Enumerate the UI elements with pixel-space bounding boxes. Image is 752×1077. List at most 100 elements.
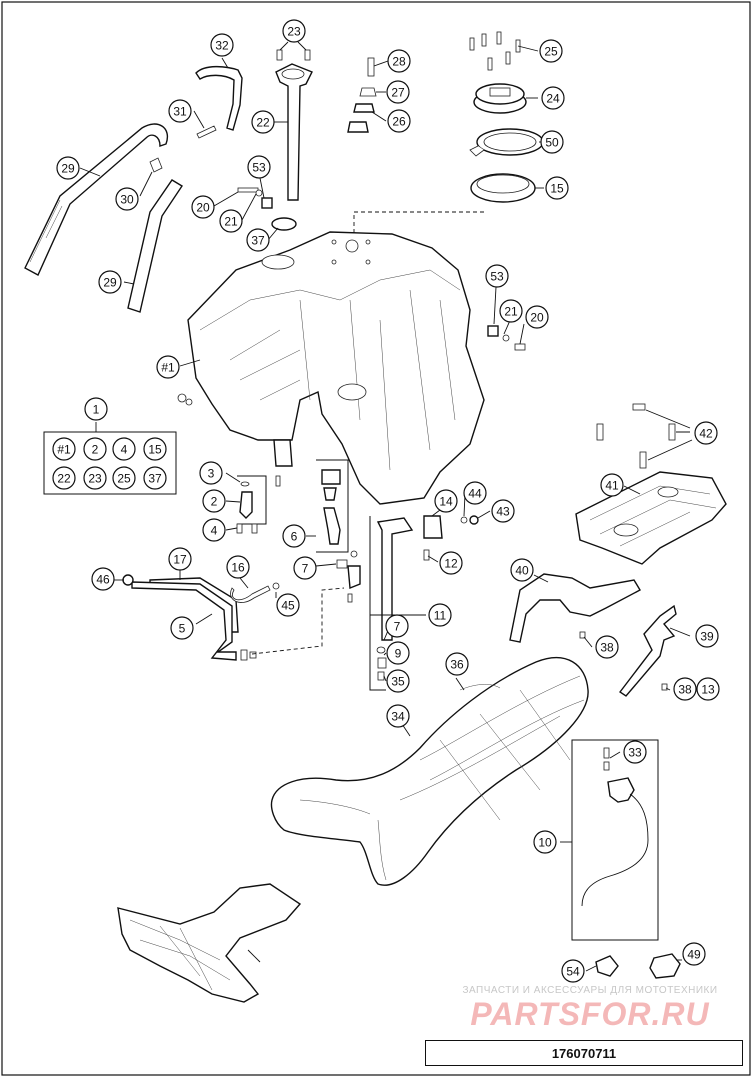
callout-44-28: 44 (463, 481, 487, 505)
callout-3-24: 3 (199, 461, 223, 485)
gasket-50 (469, 128, 544, 157)
fuel-tank (187, 231, 485, 505)
callout-21-19: 21 (499, 299, 523, 323)
callout-41-25: 41 (600, 473, 624, 497)
release-cable-33 (571, 739, 659, 941)
callout-16-37: 16 (226, 555, 250, 579)
bolt-set-right (487, 325, 526, 351)
kit-member-label: 25 (117, 472, 131, 486)
lock-10 (649, 953, 681, 979)
callout-label: 44 (468, 487, 482, 501)
bumper-14 (423, 515, 479, 561)
callout-28-2: 28 (387, 49, 411, 73)
callout-label: 31 (173, 105, 187, 119)
callout-46-38: 46 (91, 567, 115, 591)
assembly-line-5 (251, 587, 345, 655)
callout-34-49: 34 (386, 704, 410, 728)
callout-1-22: 1 (84, 397, 108, 421)
callout-43-29: 43 (491, 499, 515, 523)
callout-label: 54 (566, 965, 580, 979)
callout-37-16: 37 (246, 228, 270, 252)
hose-29-upper (24, 123, 169, 276)
callout-24-7: 24 (541, 86, 565, 110)
callout-40-33: 40 (510, 558, 534, 582)
callout-35-48: 35 (386, 669, 410, 693)
callout-label: 12 (444, 557, 458, 571)
kit-member-label: 23 (88, 472, 102, 486)
callout-label: 42 (699, 427, 713, 441)
callout-label: 4 (211, 524, 218, 538)
callout-label: 32 (215, 39, 229, 53)
callout-15-12: 15 (545, 176, 569, 200)
watermark-brand: PARTSFOR.RU (470, 996, 710, 1032)
hose-assembly-11 (369, 516, 414, 691)
callout-label: 14 (439, 495, 453, 509)
kit-member-hash1: #1 (52, 437, 76, 461)
vent-hose-32 (195, 65, 243, 131)
callout-label: 49 (687, 948, 701, 962)
callout-label: 41 (605, 479, 619, 493)
callout-12-32: 12 (439, 551, 463, 575)
callout-33-50: 33 (623, 740, 647, 764)
kit-member-22: 22 (52, 466, 76, 490)
callout-39-41: 39 (695, 624, 719, 648)
callout-label: 29 (61, 162, 75, 176)
callout-29-10: 29 (56, 156, 80, 180)
callout-53-18: 53 (485, 264, 509, 288)
callout-label: 50 (545, 136, 559, 150)
callout-20-14: 20 (191, 195, 215, 219)
callout-42-23: 42 (694, 421, 718, 445)
callout-22-5: 22 (251, 110, 275, 134)
callout-26-8: 26 (387, 109, 411, 133)
callout-label: 15 (550, 182, 564, 196)
watermark-tagline: ЗАПЧАСТИ И АКСЕССУАРЫ ДЛЯ МОТОТЕХНИКИ (462, 985, 718, 996)
callout-label: #1 (161, 361, 175, 375)
damper-set (347, 57, 377, 133)
callout-hash1-21: #1 (156, 355, 180, 379)
bolt-set-left (237, 187, 273, 209)
callout-10-51: 10 (533, 830, 557, 854)
callout-label: 25 (544, 45, 558, 59)
hose-29-lower (127, 179, 183, 313)
callout-label: 11 (434, 609, 447, 623)
clip-30 (149, 157, 163, 173)
heat-shield-54 (117, 883, 302, 1003)
fuel-valve-2 (236, 475, 267, 534)
callout-38-43: 38 (595, 635, 619, 659)
callout-label: 29 (103, 276, 117, 290)
callout-6-31: 6 (282, 524, 306, 548)
callout-label: 5 (179, 622, 186, 636)
callout-23-1: 23 (282, 19, 306, 43)
callout-49-52: 49 (682, 942, 706, 966)
callout-7-35: 7 (293, 556, 317, 580)
clamp-46 (122, 574, 134, 586)
callout-label: 6 (291, 530, 298, 544)
callout-label: 38 (678, 683, 692, 697)
callout-label: 20 (530, 311, 544, 325)
callout-label: 36 (450, 658, 464, 672)
callout-32-0: 32 (210, 33, 234, 57)
grab-handle-39 (618, 604, 677, 697)
callout-2-26: 2 (202, 489, 226, 513)
callout-11-36: 11 (428, 603, 452, 627)
callout-label: 26 (392, 115, 406, 129)
callout-45-39: 45 (276, 593, 300, 617)
kit-member-label: 37 (148, 472, 162, 486)
callout-label: 2 (211, 495, 218, 509)
ring-15 (470, 173, 536, 203)
kit-member-label: 4 (121, 443, 128, 457)
kit-member-37: 37 (143, 466, 167, 490)
hose-5 (131, 581, 257, 661)
callout-label: 23 (287, 25, 301, 39)
kit-member-23: 23 (83, 466, 107, 490)
callout-17-34: 17 (168, 547, 192, 571)
kit-member-label: 2 (92, 443, 99, 457)
callout-label: 35 (391, 675, 405, 689)
callout-label: 34 (391, 710, 405, 724)
kit-member-15: 15 (143, 437, 167, 461)
small-nut-tank (177, 393, 193, 406)
callout-label: 7 (394, 620, 401, 634)
